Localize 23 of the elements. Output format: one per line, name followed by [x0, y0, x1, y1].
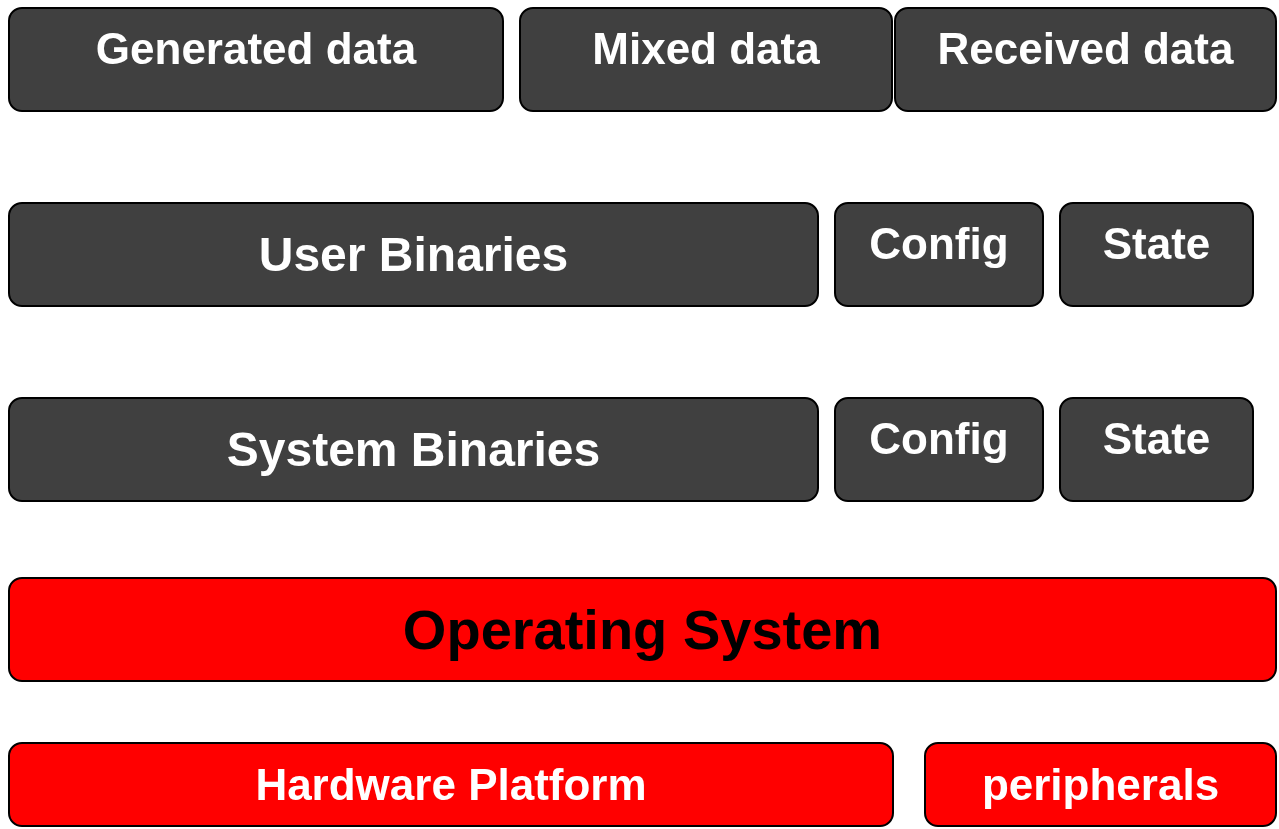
layer-box	[519, 7, 893, 112]
layer-box	[834, 397, 1044, 502]
layer-box	[8, 7, 504, 112]
layer-box	[8, 577, 1277, 682]
layer-label: peripherals	[981, 762, 1220, 807]
layer-label: Config	[869, 417, 1009, 461]
layer-box	[8, 742, 894, 827]
layer-box	[1059, 397, 1254, 502]
layer-label: State	[1102, 417, 1211, 461]
layer-label: System Binaries	[226, 425, 601, 474]
layer-box	[8, 202, 819, 307]
layer-label: Config	[869, 222, 1009, 266]
layer-label: Hardware Platform	[255, 762, 647, 807]
layer-label: Mixed data	[592, 27, 820, 71]
layer-label: User Binaries	[258, 230, 569, 279]
layer-box	[8, 397, 819, 502]
layer-label: Generated data	[95, 27, 417, 71]
layer-box	[1059, 202, 1254, 307]
layer-box	[924, 742, 1277, 827]
layer-label: Received data	[937, 27, 1234, 71]
layer-label: State	[1102, 222, 1211, 266]
layer-box	[834, 202, 1044, 307]
layer-box	[894, 7, 1277, 112]
